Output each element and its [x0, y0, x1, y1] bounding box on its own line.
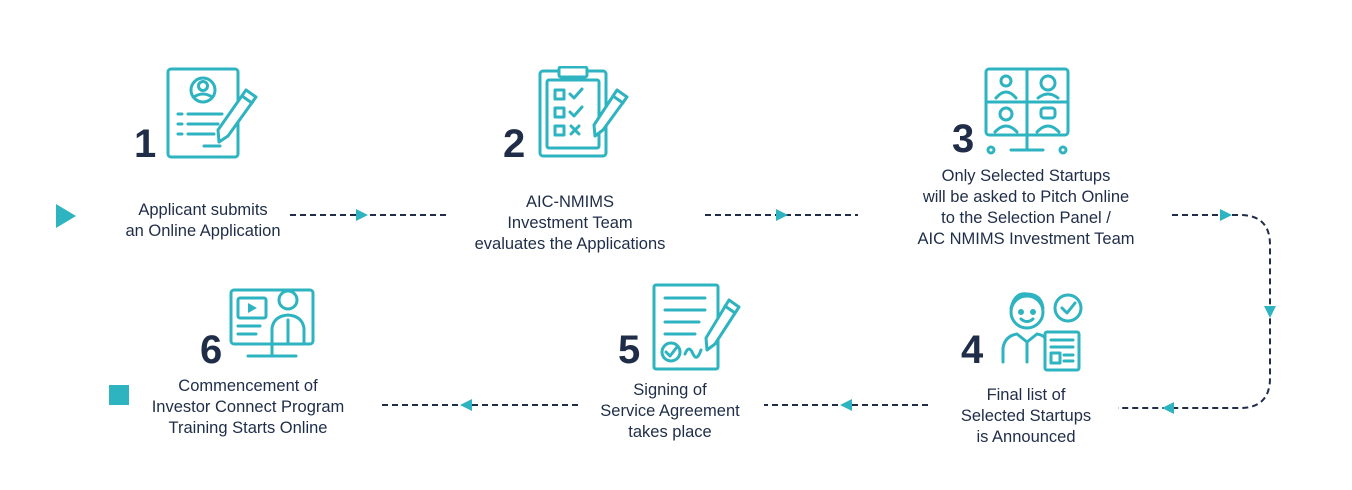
step-label-1: Applicant submits an Online Application	[93, 200, 313, 242]
step-3-line-2: will be asked to Pitch Online	[922, 188, 1130, 206]
step-6-line-3: Training Starts Online	[168, 419, 328, 437]
step-label-5: Signing of Service Agreement takes place	[570, 380, 770, 443]
arrowhead-2-3	[776, 209, 788, 221]
step-5-line-3: takes place	[628, 423, 712, 441]
step-5-line-2: Service Agreement	[600, 402, 740, 420]
step-label-3: Only Selected Startups will be asked to …	[886, 166, 1166, 250]
arrowhead-3-down	[1264, 306, 1276, 318]
step-label-6: Commencement of Investor Connect Program…	[138, 376, 358, 439]
arrowhead-3-right	[1220, 209, 1232, 221]
step-number-4: 4	[961, 328, 984, 372]
step-6-line-1: Commencement of	[178, 377, 318, 395]
arrowhead-5-6	[460, 399, 472, 411]
checklist-clipboard-icon	[537, 66, 633, 162]
start-marker-triangle	[56, 204, 76, 228]
step-5-line-1: Signing of	[633, 381, 707, 399]
arrowhead-to-4	[1162, 402, 1174, 414]
video-conference-icon	[983, 66, 1073, 160]
online-training-icon	[228, 280, 318, 364]
step-number-2: 2	[503, 122, 526, 166]
selected-person-icon	[993, 284, 1089, 376]
end-marker-square	[109, 385, 129, 405]
step-4-line-3: is Announced	[976, 428, 1076, 446]
signed-agreement-icon	[651, 282, 741, 374]
step-3-line-1: Only Selected Startups	[941, 167, 1111, 185]
step-6-line-2: Investor Connect Program	[151, 398, 345, 416]
step-2-line-3: evaluates the Applications	[474, 235, 666, 253]
step-label-4: Final list of Selected Startups is Annou…	[916, 385, 1136, 448]
step-1-line-1: Applicant submits	[138, 201, 268, 219]
arrowhead-4-5	[840, 399, 852, 411]
step-number-3: 3	[952, 117, 975, 161]
step-number-1: 1	[134, 122, 157, 166]
step-2-line-1: AIC-NMIMS	[526, 193, 614, 211]
step-4-line-1: Final list of	[986, 386, 1066, 404]
application-form-icon	[164, 66, 260, 162]
step-4-line-2: Selected Startups	[960, 407, 1092, 425]
step-3-line-4: AIC NMIMS Investment Team	[917, 230, 1135, 248]
step-2-line-2: Investment Team	[507, 214, 633, 232]
step-number-5: 5	[618, 328, 641, 372]
step-number-6: 6	[200, 328, 223, 372]
arrowhead-1-2	[356, 209, 368, 221]
step-label-2: AIC-NMIMS Investment Team evaluates the …	[450, 192, 690, 255]
step-1-line-2: an Online Application	[125, 222, 281, 240]
step-3-line-3: to the Selection Panel /	[941, 209, 1111, 227]
